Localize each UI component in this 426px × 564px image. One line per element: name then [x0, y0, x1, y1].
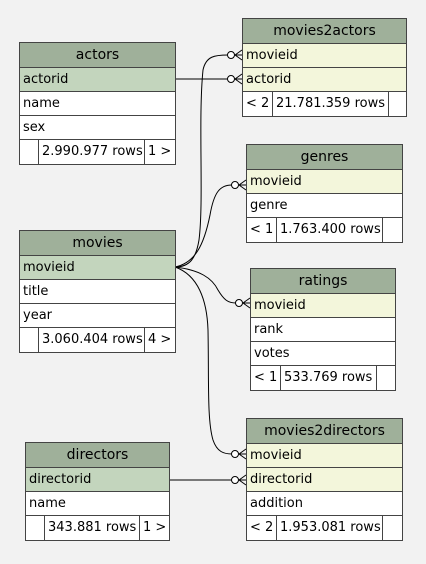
table-footer: < 2 1.953.081 rows — [247, 516, 402, 540]
row-count: 343.881 rows — [45, 516, 140, 540]
field-addition[interactable]: addition — [247, 492, 402, 516]
field-movieid[interactable]: movieid — [243, 44, 406, 68]
field-name[interactable]: name — [26, 492, 169, 516]
table-genres[interactable]: genres movieid genre < 1 1.763.400 rows — [246, 144, 403, 243]
table-directors[interactable]: directors directorid name 343.881 rows 1… — [25, 442, 170, 541]
field-name[interactable]: name — [20, 92, 175, 116]
field-genre[interactable]: genre — [247, 194, 402, 218]
row-count: 1.763.400 rows — [277, 218, 383, 242]
crowfoot-m2a-actorid — [227, 73, 243, 85]
ref-count — [20, 328, 39, 352]
row-count: 3.060.404 rows — [39, 328, 145, 352]
field-rank[interactable]: rank — [251, 318, 395, 342]
crowfoot-genres-movieid — [231, 179, 247, 191]
table-movies[interactable]: movies movieid title year 3.060.404 rows… — [19, 230, 176, 353]
table-footer: 3.060.404 rows 4 > — [20, 328, 175, 352]
table-header-actors[interactable]: actors — [20, 43, 175, 68]
table-movies2directors[interactable]: movies2directors movieid directorid addi… — [246, 418, 403, 541]
field-movieid[interactable]: movieid — [247, 170, 402, 194]
link-count — [383, 516, 402, 540]
field-movieid[interactable]: movieid — [20, 256, 175, 280]
ref-count[interactable]: < 1 — [251, 366, 281, 390]
edge-movies-genres — [174, 184, 233, 268]
crowfoot-m2d-movieid — [231, 448, 247, 460]
link-count[interactable]: 1 > — [148, 144, 172, 159]
field-actorid[interactable]: actorid — [20, 68, 175, 92]
table-header-genres[interactable]: genres — [247, 145, 402, 170]
link-count — [377, 366, 395, 390]
table-footer: < 1 1.763.400 rows — [247, 218, 402, 242]
field-title[interactable]: title — [20, 280, 175, 304]
edge-movies-movies2directors — [174, 266, 233, 455]
link-count[interactable]: 4 > — [148, 332, 172, 347]
row-count: 2.990.977 rows — [39, 140, 145, 164]
ref-count — [20, 140, 39, 164]
field-sex[interactable]: sex — [20, 116, 175, 140]
field-actorid[interactable]: actorid — [243, 68, 406, 92]
table-header-ratings[interactable]: ratings — [251, 269, 395, 294]
link-count — [389, 92, 406, 116]
table-actors[interactable]: actors actorid name sex 2.990.977 rows 1… — [19, 42, 176, 165]
row-count: 533.769 rows — [281, 366, 377, 390]
table-header-directors[interactable]: directors — [26, 443, 169, 468]
field-directorid[interactable]: directorid — [247, 468, 402, 492]
table-footer: < 1 533.769 rows — [251, 366, 395, 390]
crowfoot-m2d-directorid — [231, 474, 247, 486]
row-count: 21.781.359 rows — [273, 92, 389, 116]
ref-count[interactable]: < 1 — [247, 218, 277, 242]
crowfoot-m2a-movieid — [227, 49, 243, 61]
ref-count[interactable]: < 2 — [243, 92, 273, 116]
table-footer: 2.990.977 rows 1 > — [20, 140, 175, 164]
ref-count[interactable]: < 2 — [247, 516, 277, 540]
edge-movies-ratings — [174, 266, 237, 304]
crowfoot-ratings-movieid — [235, 297, 251, 309]
field-votes[interactable]: votes — [251, 342, 395, 366]
link-count — [383, 218, 402, 242]
table-header-movies2directors[interactable]: movies2directors — [247, 419, 402, 444]
table-header-movies[interactable]: movies — [20, 231, 175, 256]
table-header-movies2actors[interactable]: movies2actors — [243, 19, 406, 44]
link-count[interactable]: 1 > — [143, 520, 167, 535]
field-movieid[interactable]: movieid — [251, 294, 395, 318]
edge-movies-movies2actors — [174, 54, 229, 268]
field-movieid[interactable]: movieid — [247, 444, 402, 468]
table-ratings[interactable]: ratings movieid rank votes < 1 533.769 r… — [250, 268, 396, 391]
field-year[interactable]: year — [20, 304, 175, 328]
field-directorid[interactable]: directorid — [26, 468, 169, 492]
table-footer: 343.881 rows 1 > — [26, 516, 169, 540]
table-movies2actors[interactable]: movies2actors movieid actorid < 2 21.781… — [242, 18, 407, 117]
table-footer: < 2 21.781.359 rows — [243, 92, 406, 116]
ref-count — [26, 516, 45, 540]
row-count: 1.953.081 rows — [277, 516, 383, 540]
